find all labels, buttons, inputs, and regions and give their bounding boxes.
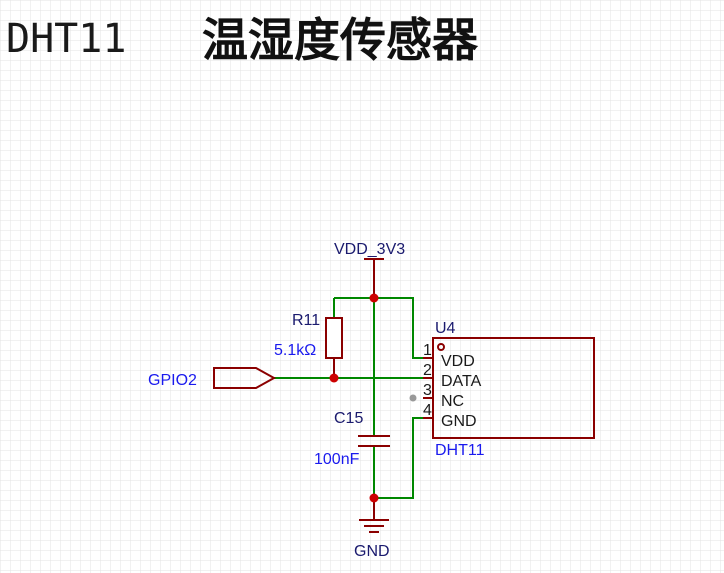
junction-data — [329, 373, 339, 383]
gpio2-flag — [213, 367, 277, 389]
dht11-body — [432, 337, 595, 439]
c15-plates — [358, 435, 390, 447]
pin3-number: 3 — [423, 382, 432, 399]
c15-value: 100nF — [314, 451, 360, 468]
title-description: 温湿度传感器 — [202, 13, 479, 67]
r11-designator: R11 — [292, 312, 320, 329]
pin1-name: VDD — [441, 353, 475, 370]
ground-net-label: GND — [354, 543, 390, 560]
pin2-number: 2 — [423, 362, 432, 379]
wires — [274, 297, 423, 499]
junction-gnd — [369, 493, 379, 503]
pin4-name: GND — [441, 413, 477, 430]
pin1-marker — [437, 343, 445, 351]
ground-symbol — [359, 498, 389, 533]
pin2-name: DATA — [441, 373, 482, 390]
gpio2-net-label: GPIO2 — [148, 372, 197, 389]
components — [213, 258, 595, 533]
title-part-number: DHT11 — [6, 16, 126, 62]
r11-body — [325, 317, 343, 359]
power-net-label: VDD_3V3 — [334, 241, 405, 258]
nc-marker — [409, 394, 417, 402]
pin3-name: NC — [441, 393, 464, 410]
power-symbol — [364, 258, 384, 266]
u4-designator: U4 — [435, 320, 456, 337]
junctions — [329, 293, 379, 503]
c15-designator: C15 — [334, 410, 363, 427]
wire-gnd — [373, 417, 423, 499]
pin1-number: 1 — [423, 342, 432, 359]
r11-value: 5.1kΩ — [274, 342, 316, 359]
dht11-pins — [423, 357, 433, 419]
junction-vdd — [369, 293, 379, 303]
pin4-number: 4 — [423, 402, 432, 419]
u4-part-name: DHT11 — [435, 442, 485, 459]
